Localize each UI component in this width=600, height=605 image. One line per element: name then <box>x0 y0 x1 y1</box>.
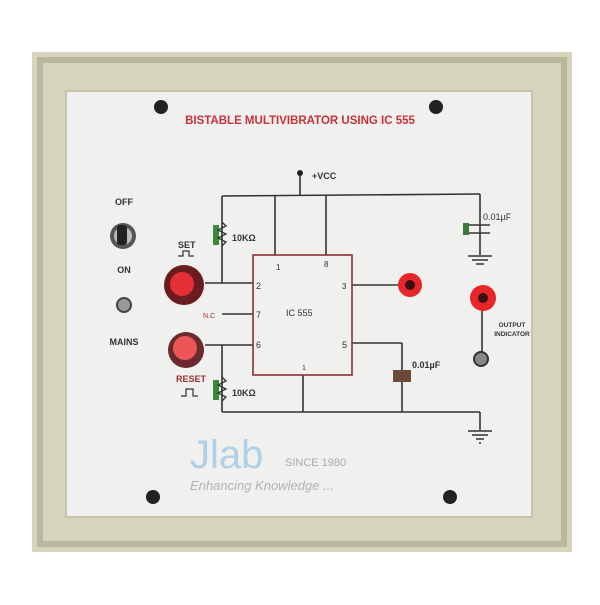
watermark-since: SINCE 1980 <box>285 457 346 469</box>
output-jack-pin3[interactable] <box>398 273 422 297</box>
watermark-logo: Jlab <box>190 433 263 477</box>
vcc-label: +VCC <box>312 171 337 181</box>
cap-bottom-label: 0.01µF <box>412 360 441 370</box>
watermark-tagline: Enhancing Knowledge ... <box>190 478 334 493</box>
resistor-icon <box>213 221 228 402</box>
pin-label: 1 <box>302 365 306 372</box>
ic-label: IC 555 <box>286 308 313 318</box>
pin-label: 1 <box>276 263 281 272</box>
output-indicator-jack[interactable] <box>470 285 496 311</box>
pin-label: 3 <box>342 282 347 291</box>
pulse-icon <box>181 388 198 397</box>
capacitor-icon <box>463 223 469 235</box>
mains-label: MAINS <box>110 337 139 347</box>
resistor-bottom-label: 10KΩ <box>232 388 256 398</box>
pin-label: 2 <box>256 281 261 291</box>
pin-label: 8 <box>324 260 329 269</box>
panel-title: BISTABLE MULTIVIBRATOR USING IC 555 <box>185 115 415 127</box>
switch-on-label: ON <box>117 265 131 275</box>
switch-off-label: OFF <box>115 197 133 207</box>
vcc-terminal <box>297 170 303 176</box>
output-label: OUTPUT <box>499 322 526 329</box>
frame-bevel <box>37 57 567 547</box>
pulse-icon <box>178 250 194 257</box>
nc-label: N.C <box>203 313 215 320</box>
ic-555-chip <box>252 254 353 376</box>
mains-toggle-switch[interactable] <box>110 223 136 249</box>
cap-right-label: 0.01µF <box>483 212 512 222</box>
set-label: SET <box>178 240 196 250</box>
pin-label: 7 <box>256 310 261 320</box>
mains-indicator-led <box>116 297 132 313</box>
pin-label: 5 <box>342 340 347 350</box>
set-button[interactable] <box>164 265 204 305</box>
reset-label: RESET <box>176 374 207 384</box>
pin-label: 6 <box>256 340 261 350</box>
screw-icon <box>146 100 457 504</box>
indicator-label: INDICATOR <box>494 331 530 338</box>
front-panel <box>65 90 533 518</box>
output-indicator-led <box>473 351 489 367</box>
ground-icon <box>468 255 492 444</box>
capacitor-icon <box>393 370 411 382</box>
resistor-top-label: 10KΩ <box>232 233 256 243</box>
reset-button[interactable] <box>168 332 204 368</box>
